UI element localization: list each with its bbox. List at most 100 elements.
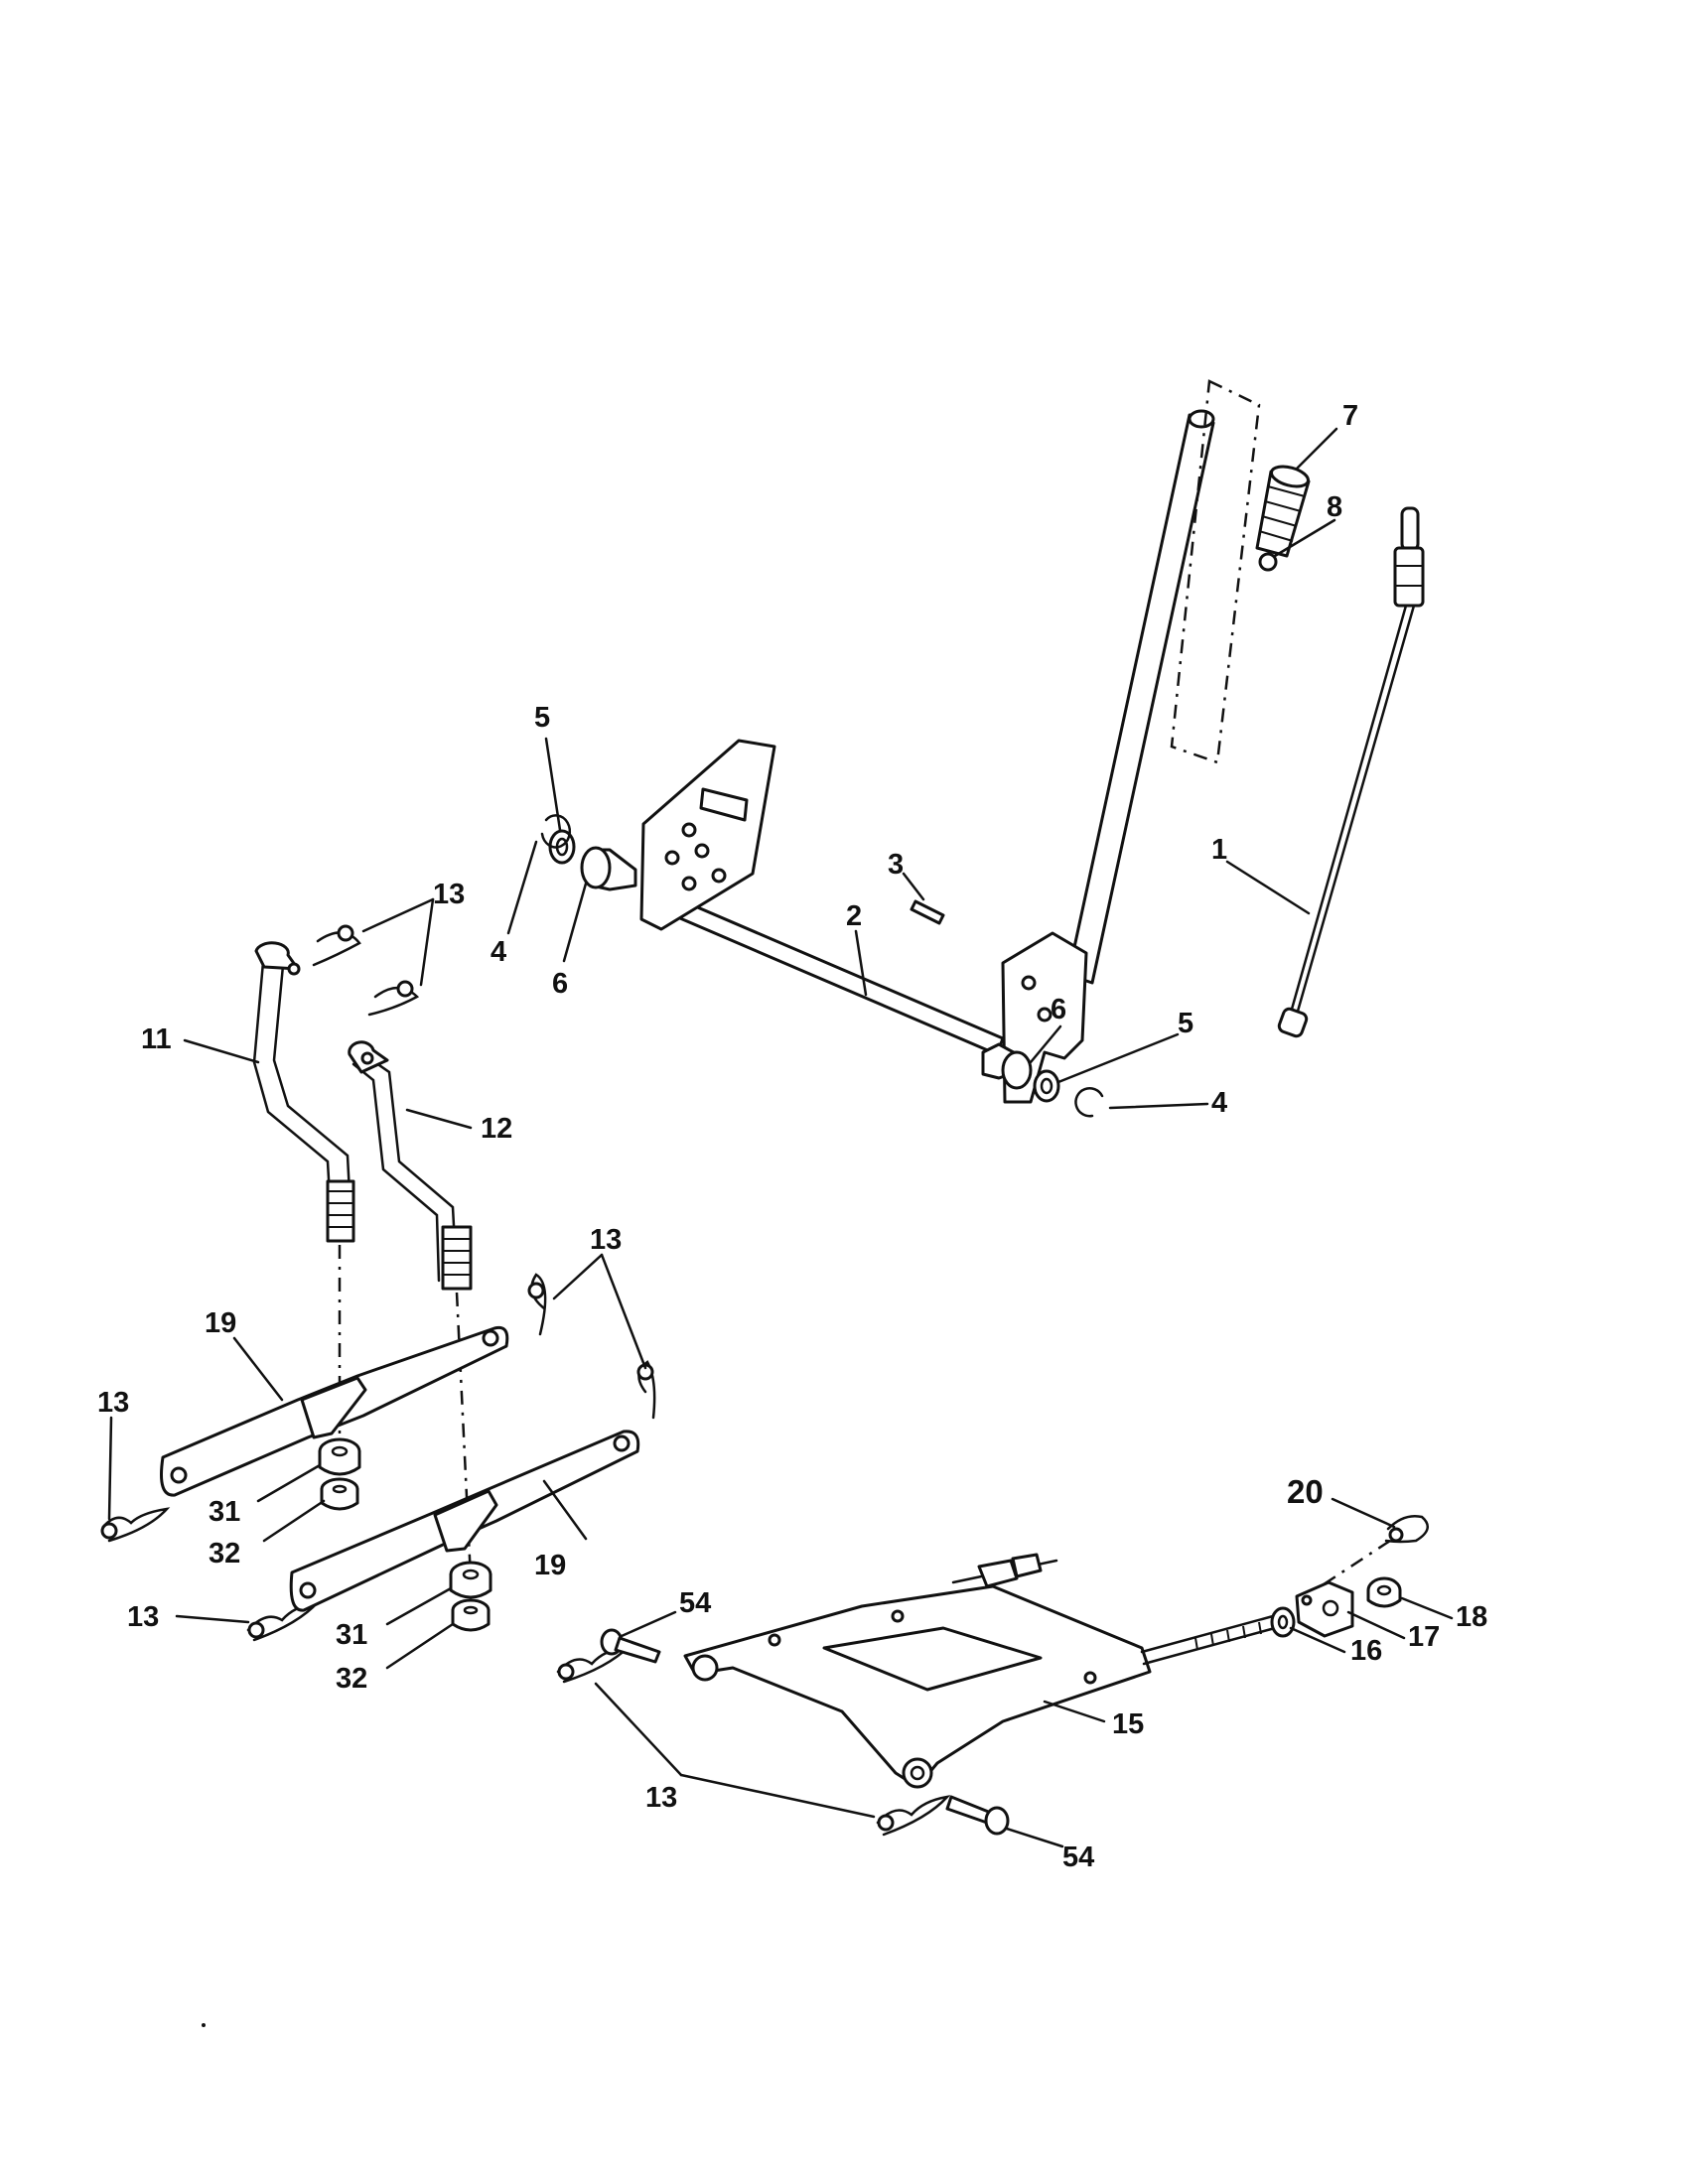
- leader-31b: [385, 1586, 453, 1626]
- part-16-washer[interactable]: [1270, 1606, 1296, 1638]
- part-19-lift-arm-upper[interactable]: [160, 1325, 509, 1497]
- leader-6b: [1029, 1024, 1062, 1064]
- part-31-trunnion-upper[interactable]: [318, 1437, 361, 1476]
- leader-17: [1346, 1610, 1406, 1640]
- part-32-nut-upper[interactable]: [320, 1477, 359, 1511]
- callout-13c: 13: [97, 1387, 129, 1419]
- leader-12: [405, 1108, 473, 1130]
- callout-1: 1: [1211, 834, 1227, 866]
- leader-13a-1: [361, 897, 435, 933]
- leader-6a: [562, 882, 588, 963]
- leader-13a-2: [419, 897, 435, 987]
- part-12-lift-link[interactable]: [348, 1040, 473, 1291]
- leader-18: [1400, 1596, 1454, 1620]
- grip-phantom-outline: [1170, 379, 1261, 764]
- callout-5a: 5: [534, 702, 550, 734]
- leader-4a: [506, 840, 538, 935]
- leader-1: [1225, 860, 1311, 915]
- part-19-lift-arm-lower[interactable]: [289, 1430, 640, 1612]
- stray-dot: [202, 2023, 206, 2027]
- callout-12: 12: [481, 1113, 512, 1145]
- leader-32b: [385, 1622, 455, 1670]
- callout-11: 11: [141, 1024, 172, 1055]
- part-54-shoulder-bolt-lower[interactable]: [945, 1795, 1010, 1836]
- callout-31a: 31: [209, 1496, 240, 1528]
- callout-8: 8: [1327, 491, 1342, 523]
- leader-13e-2: [679, 1773, 876, 1819]
- part-13-hairpin-clip-bottom-b[interactable]: [876, 1795, 951, 1837]
- callout-54b: 54: [1062, 1842, 1094, 1873]
- callout-17: 17: [1408, 1621, 1440, 1653]
- part-15-adjuster-rod[interactable]: [1140, 1614, 1277, 1666]
- leader-32a: [262, 1499, 326, 1543]
- callout-31b: 31: [336, 1619, 367, 1651]
- part-5-washer-right[interactable]: [1033, 1069, 1060, 1103]
- callout-18: 18: [1456, 1601, 1487, 1633]
- part-13-hairpin-clip-top-a[interactable]: [312, 924, 361, 967]
- part-6-bushing-right[interactable]: [981, 1042, 1033, 1090]
- part-4-e-ring-right[interactable]: [1074, 1086, 1104, 1118]
- part-6-bushing-left[interactable]: [580, 846, 637, 891]
- part-13-hairpin-clip-mid-b[interactable]: [636, 1360, 656, 1420]
- part-18-nut[interactable]: [1366, 1576, 1402, 1608]
- callout-32b: 32: [336, 1663, 367, 1695]
- part-7-handle-grip[interactable]: [1255, 463, 1311, 558]
- leader-54a: [620, 1610, 677, 1638]
- callout-19b: 19: [534, 1550, 566, 1581]
- callout-3: 3: [888, 849, 904, 881]
- callout-54a: 54: [679, 1587, 711, 1619]
- callout-7: 7: [1342, 400, 1358, 432]
- leader-11: [183, 1038, 260, 1064]
- leader-19b: [542, 1479, 588, 1541]
- part-54-shoulder-bolt-upper[interactable]: [600, 1628, 661, 1664]
- callout-32a: 32: [209, 1538, 240, 1570]
- leader-3: [902, 872, 925, 901]
- leader-54b: [1005, 1827, 1064, 1848]
- callout-13b: 13: [590, 1224, 622, 1256]
- leader-31a: [256, 1463, 322, 1503]
- leader-13e-1: [594, 1682, 683, 1777]
- part-13-hairpin-clip-left[interactable]: [100, 1507, 171, 1543]
- part-20-hairpin-clip[interactable]: [1384, 1515, 1429, 1544]
- leader-13b-2: [600, 1253, 647, 1370]
- part-8-grip-screw[interactable]: [1258, 552, 1278, 572]
- callout-6b: 6: [1051, 994, 1066, 1025]
- leader-8: [1273, 518, 1336, 558]
- leader-15: [1043, 1700, 1106, 1723]
- callout-13e: 13: [645, 1782, 677, 1814]
- part-31-trunnion-lower[interactable]: [449, 1561, 492, 1599]
- callout-13a: 13: [433, 879, 465, 910]
- callout-4a: 4: [491, 936, 506, 968]
- part-17-clevis[interactable]: [1295, 1580, 1354, 1638]
- leader-2: [854, 929, 868, 997]
- leader-7: [1295, 427, 1338, 471]
- leader-13b-1: [552, 1253, 604, 1300]
- centerline-clevis-pin: [1320, 1539, 1391, 1588]
- leader-20: [1331, 1497, 1396, 1529]
- part-4-e-ring-left[interactable]: [540, 814, 572, 849]
- part-3-roll-pin[interactable]: [910, 899, 945, 925]
- part-32-nut-lower[interactable]: [451, 1598, 491, 1632]
- part-13-hairpin-clip-top-b[interactable]: [367, 980, 420, 1017]
- part-11-lift-link[interactable]: [252, 941, 355, 1243]
- callout-2: 2: [846, 900, 862, 932]
- leader-4b: [1108, 1102, 1209, 1110]
- leader-13c: [107, 1416, 113, 1521]
- callout-16: 16: [1350, 1635, 1382, 1667]
- leader-16: [1289, 1626, 1346, 1654]
- part-1-lift-rod[interactable]: [1277, 506, 1425, 1038]
- leader-19a: [232, 1336, 284, 1402]
- leader-13d: [175, 1614, 250, 1624]
- callout-5b: 5: [1178, 1008, 1193, 1039]
- part-15-lift-plate[interactable]: [683, 1553, 1152, 1789]
- callout-6a: 6: [552, 968, 568, 1000]
- part-13-hairpin-clip-mid-a[interactable]: [527, 1273, 547, 1336]
- part-2-lift-lever-shaft[interactable]: [639, 409, 1215, 1104]
- callout-19a: 19: [205, 1307, 236, 1339]
- callout-20: 20: [1287, 1473, 1324, 1510]
- callout-4b: 4: [1211, 1087, 1227, 1119]
- callout-15: 15: [1112, 1708, 1144, 1740]
- leader-5b: [1056, 1032, 1180, 1084]
- callout-13d: 13: [127, 1601, 159, 1633]
